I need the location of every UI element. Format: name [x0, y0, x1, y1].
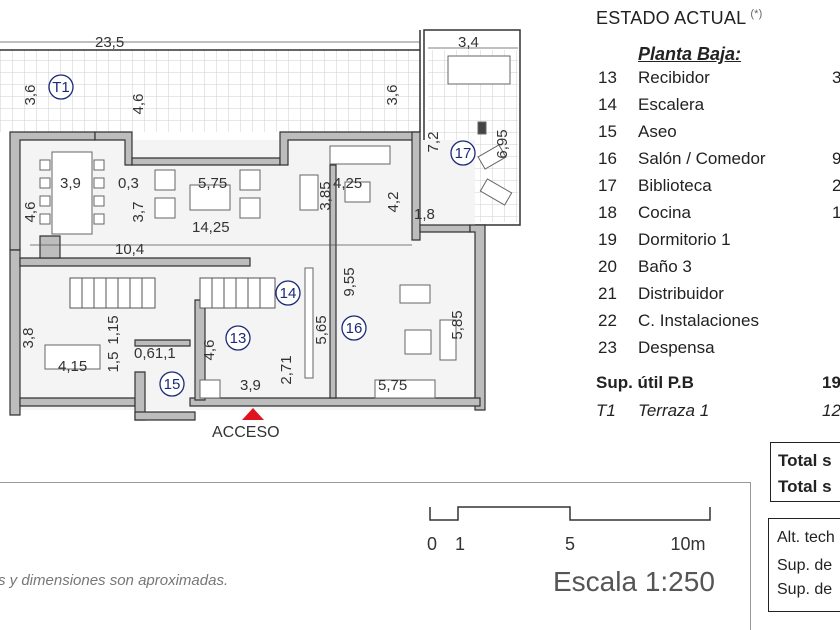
- dimension-label: 0,61,1: [134, 345, 176, 362]
- dimension-label: 4,25: [333, 175, 362, 192]
- dimension-label: 6,95: [494, 129, 511, 158]
- dimension-label: 3,6: [22, 85, 39, 106]
- dimension-label: 0,3: [118, 175, 139, 192]
- svg-text:T1: T1: [52, 79, 70, 96]
- furniture: [39, 55, 513, 399]
- svg-text:17: 17: [455, 145, 472, 162]
- dimension-label: 4,6: [201, 340, 218, 361]
- frame-line-horizontal: [0, 482, 750, 483]
- scale-tick-label: 1: [455, 534, 465, 554]
- dimension-label: 1,15: [105, 315, 122, 344]
- dimension-label: 3,9: [60, 175, 81, 192]
- dimension-label: 3,85: [317, 181, 334, 210]
- dimension-label: 2,71: [278, 355, 295, 384]
- dimension-label: 9,55: [341, 267, 358, 296]
- frame-line-vertical: [750, 482, 751, 630]
- disclaimer: s y dimensiones son aproximadas.: [0, 572, 229, 589]
- room-label-16: 16: [341, 315, 367, 341]
- svg-text:14: 14: [280, 285, 297, 302]
- section-title: Planta Baja:: [638, 44, 742, 64]
- dimension-label: 23,5: [95, 34, 124, 51]
- dimension-label: 4,6: [130, 94, 147, 115]
- dimension-label: 10,4: [115, 241, 144, 258]
- dimension-label: 3,7: [130, 202, 147, 223]
- dimension-label: 5,65: [313, 315, 330, 344]
- dimension-label: 1,5: [105, 352, 122, 373]
- dimension-label: 5,75: [378, 377, 407, 394]
- dimension-label: 4,6: [22, 202, 39, 223]
- dimension-label: 3,4: [458, 34, 479, 51]
- svg-text:15: 15: [164, 376, 181, 393]
- svg-text:13: 13: [230, 330, 247, 347]
- dimension-lines: [0, 41, 518, 246]
- room-label-15: 15: [159, 371, 185, 397]
- staircase: [69, 277, 276, 309]
- dimension-label: 14,25: [192, 219, 230, 236]
- dimension-label: 3,8: [20, 328, 37, 349]
- dimension-label: 3,9: [240, 377, 261, 394]
- room-label-17: 17: [450, 140, 476, 166]
- floor-plan: 23,5 3,4 3,6 4,6 3,6 7,2 6,95 3,9 0,3 5,75 4,25 4,6…: [0, 29, 521, 441]
- room-label-13: 13: [225, 325, 251, 351]
- access-arrow: [242, 408, 264, 420]
- scale-tick-label: 0: [427, 534, 437, 554]
- room-label-14: 14: [275, 280, 301, 306]
- scale-tick-label: 10m: [670, 534, 705, 554]
- access-label: ACCESO: [212, 424, 280, 441]
- alts-box: Alt. tech Sup. de Sup. de: [768, 518, 840, 612]
- walls: [9, 131, 486, 421]
- dimension-label: 5,85: [449, 310, 466, 339]
- dimension-label: 5,75: [198, 175, 227, 192]
- dimension-label: 7,2: [425, 132, 442, 153]
- scale-tick-label: 5: [565, 534, 575, 554]
- dimension-label: 1,8: [414, 206, 435, 223]
- dimension-label: 3,6: [384, 85, 401, 106]
- dimension-label: 4,2: [385, 192, 402, 213]
- legend-header: ESTADO ACTUAL(*): [596, 8, 763, 28]
- dimension-label: 4,15: [58, 358, 87, 375]
- totals-box: Total s Total s: [770, 442, 840, 502]
- svg-text:16: 16: [346, 320, 363, 337]
- scale-label: Escala 1:250: [553, 566, 715, 597]
- room-label-T1: T1: [48, 74, 74, 100]
